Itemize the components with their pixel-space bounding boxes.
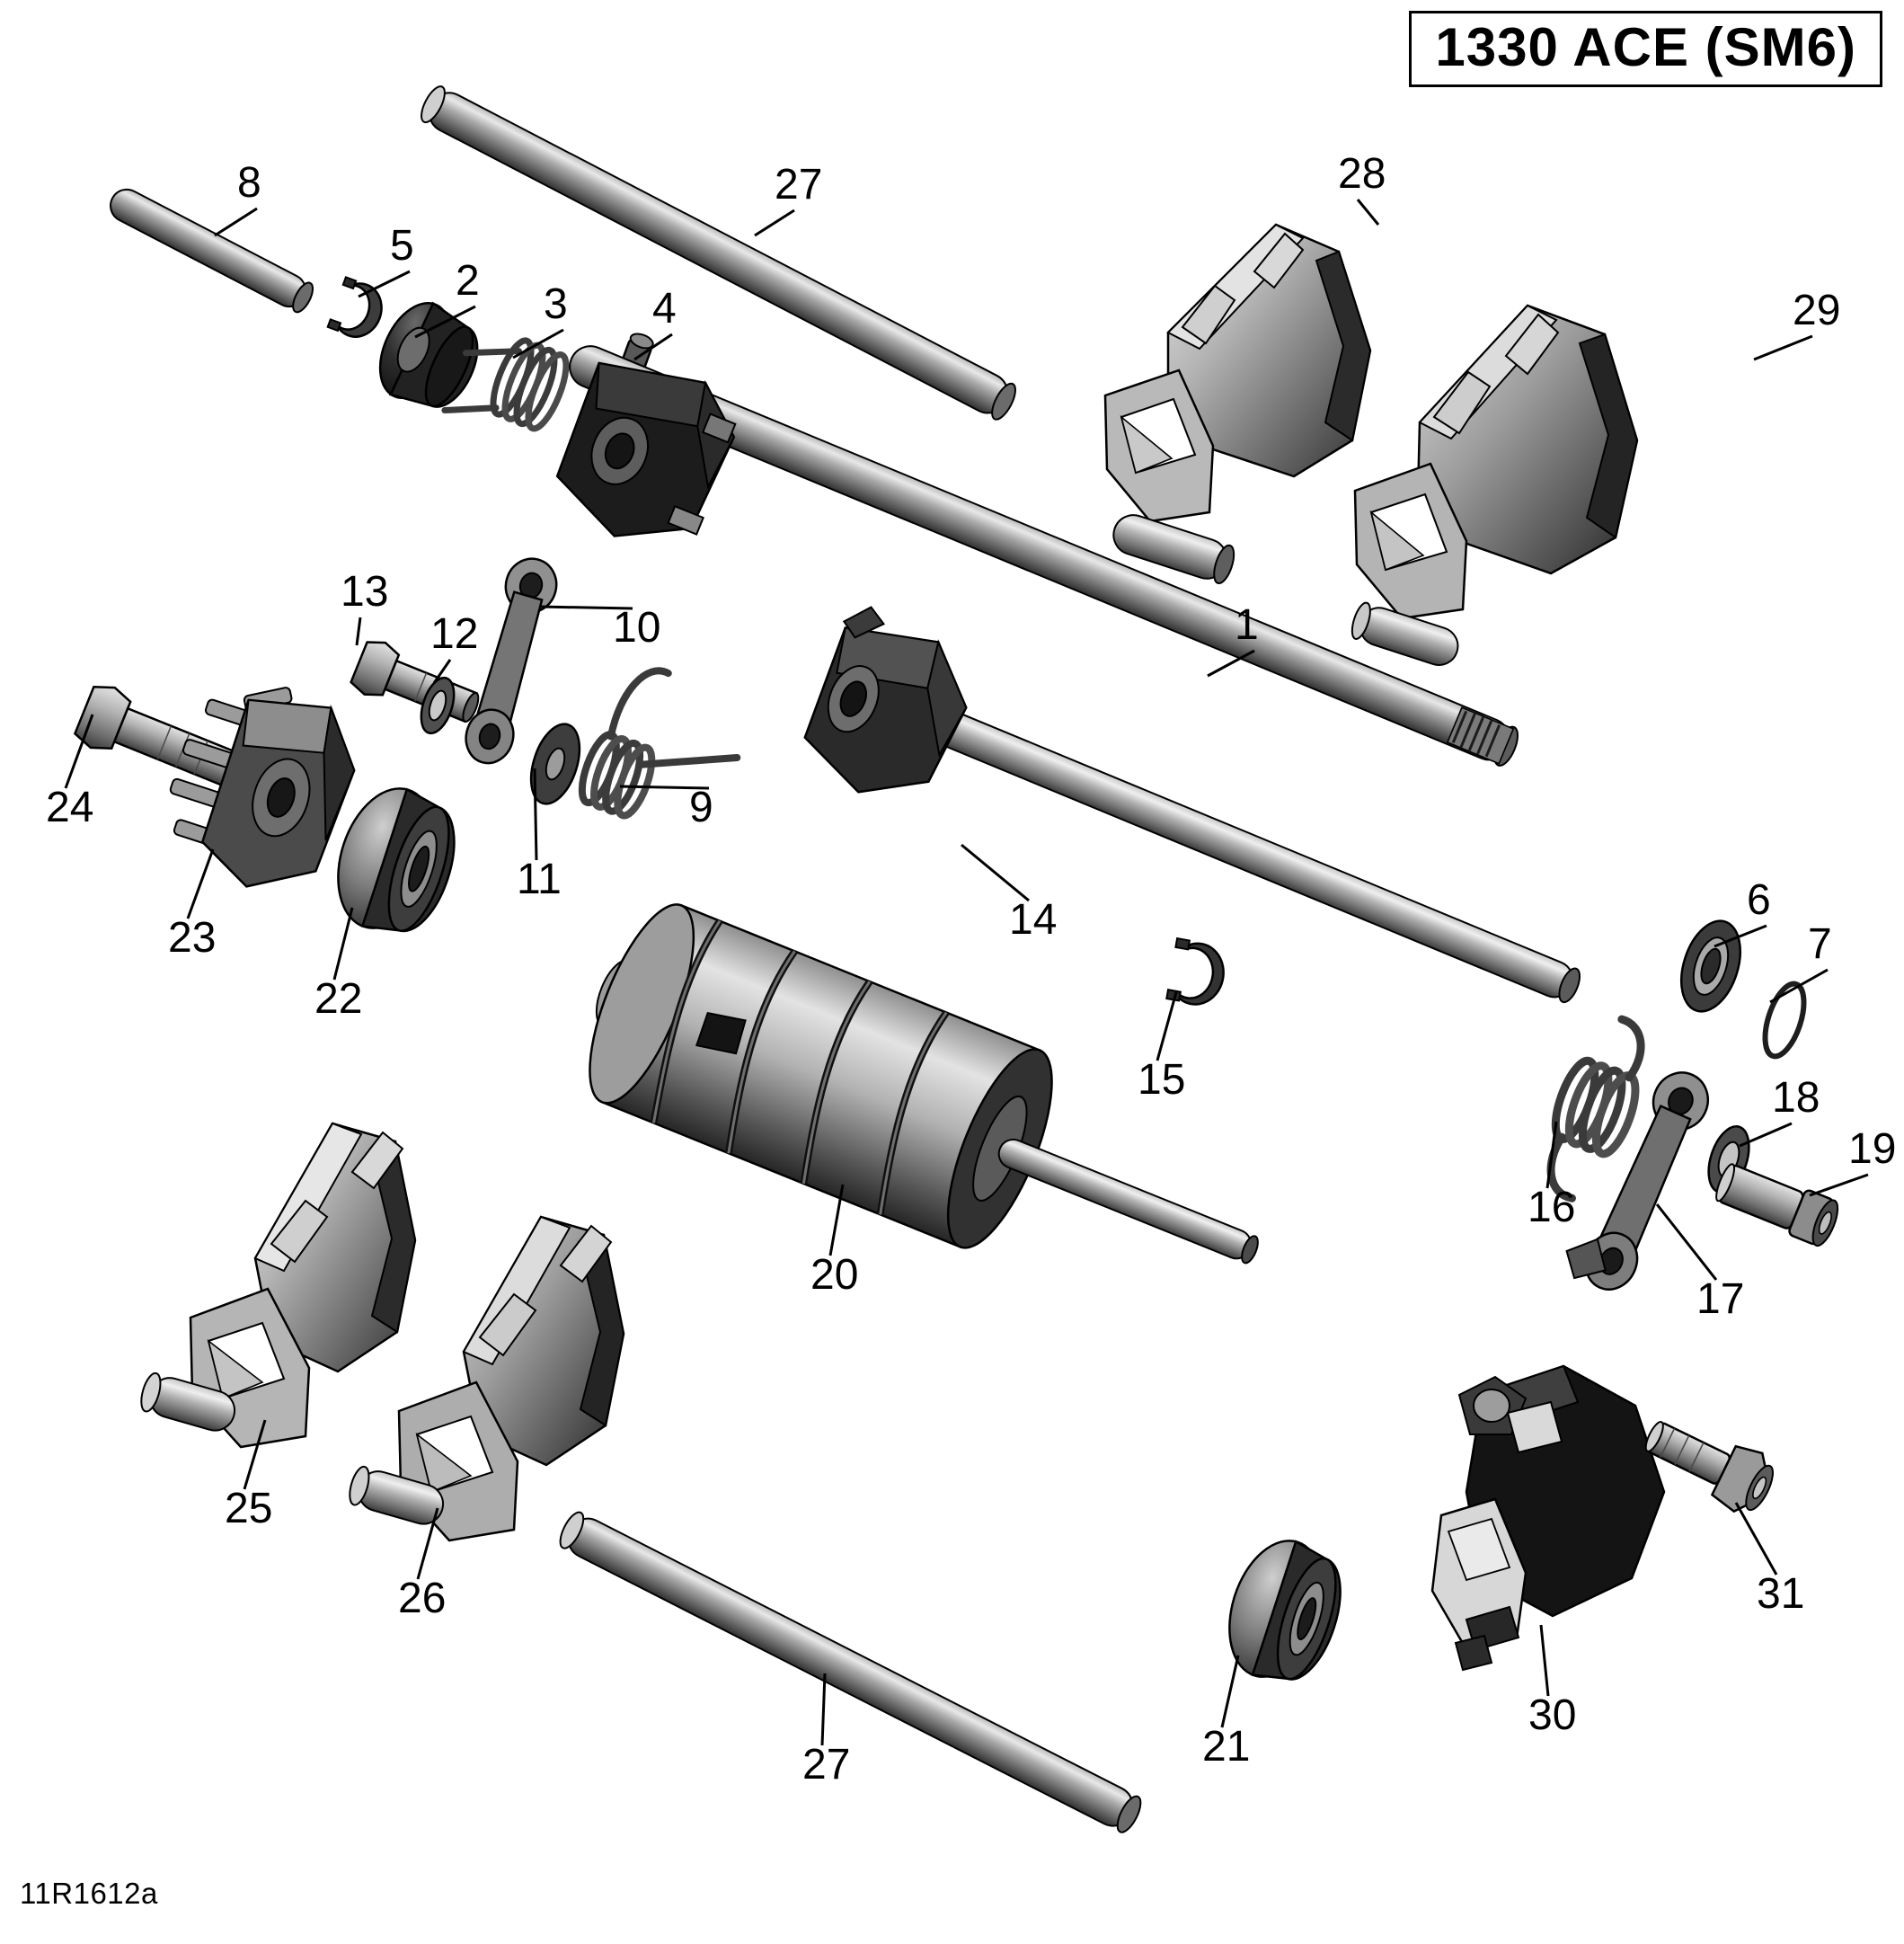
callout-number-28: 28 <box>1338 150 1386 198</box>
callout-number-5: 5 <box>390 222 414 270</box>
callout-number-7: 7 <box>1808 920 1832 968</box>
leader-line-19 <box>1809 1173 1869 1197</box>
part-6-oil-seal <box>1680 919 1741 1013</box>
part-29-shift-fork-29 <box>1351 304 1639 666</box>
leader-line-4 <box>633 333 673 361</box>
leader-line-11 <box>533 768 538 861</box>
leader-line-31 <box>1734 1502 1778 1576</box>
part-23-index-star-plate <box>169 687 356 888</box>
leader-line-26 <box>416 1507 439 1580</box>
part-9-torsion-spring <box>578 667 741 820</box>
callout-number-30: 30 <box>1528 1691 1577 1739</box>
part-17-shift-lever-link <box>1565 1071 1709 1291</box>
callout-number-31: 31 <box>1757 1570 1805 1618</box>
part-15-snap-ring <box>1165 936 1225 1006</box>
part-1-shift-shaft-long <box>555 345 1519 767</box>
callout-number-6: 6 <box>1747 876 1771 924</box>
part-19-socket-bolt <box>1715 1163 1839 1247</box>
callout-number-26: 26 <box>398 1575 447 1622</box>
callout-number-27b: 27 <box>802 1741 851 1789</box>
callout-number-11: 11 <box>517 856 562 903</box>
callout-number-10: 10 <box>613 604 661 652</box>
part-21-ball-bearing-21 <box>1228 1540 1342 1681</box>
callout-number-3: 3 <box>544 280 568 328</box>
leader-line-29 <box>1753 334 1813 361</box>
callout-number-4: 4 <box>652 285 677 333</box>
callout-number-19: 19 <box>1848 1125 1897 1173</box>
leader-line-21 <box>1220 1655 1240 1728</box>
leader-line-27 <box>754 209 795 237</box>
leader-lines <box>64 199 1869 1746</box>
leader-line-13 <box>355 617 362 646</box>
leader-line-27b <box>820 1673 827 1746</box>
leader-line-9 <box>619 785 710 790</box>
part-14-shift-shaft-with-arm <box>803 606 1581 1004</box>
part-3-return-spring-small <box>441 337 570 432</box>
part-7-o-ring <box>1762 981 1807 1060</box>
callout-number-12: 12 <box>430 610 479 658</box>
callout-number-25: 25 <box>225 1485 273 1532</box>
leader-line-28 <box>1356 199 1380 226</box>
leader-line-30 <box>1539 1624 1550 1697</box>
part-20-shift-drum <box>589 903 1259 1265</box>
leader-line-6 <box>1714 924 1767 948</box>
part-31-flange-bolt <box>1644 1421 1774 1513</box>
leader-line-23 <box>186 848 215 919</box>
callout-number-16: 16 <box>1528 1184 1576 1231</box>
callout-number-2: 2 <box>456 257 480 305</box>
callout-number-24: 24 <box>46 784 94 831</box>
leader-line-22 <box>332 907 354 981</box>
part-5-circlip-small <box>326 276 383 338</box>
part-10-shift-link-arm <box>465 557 558 765</box>
leader-line-24 <box>64 714 94 789</box>
callout-number-21: 21 <box>1202 1723 1251 1771</box>
diagram-title: 1330 ACE (SM6) <box>1435 17 1856 77</box>
callout-number-8: 8 <box>237 159 261 207</box>
leader-line-1 <box>1207 649 1255 678</box>
callout-number-27: 27 <box>775 161 823 209</box>
part-2-shift-collar-bushing <box>378 301 479 408</box>
callout-number-20: 20 <box>810 1251 859 1299</box>
leader-line-15 <box>1156 991 1178 1061</box>
callout-number-9: 9 <box>689 784 713 831</box>
callout-number-14: 14 <box>1009 896 1058 944</box>
part-27b-shift-fork-rod-bottom <box>559 1511 1142 1833</box>
callout-number-29: 29 <box>1793 287 1841 334</box>
part-28-shift-fork-28 <box>1103 223 1372 585</box>
callout-number-13: 13 <box>341 568 389 616</box>
leader-line-7 <box>1769 968 1829 1004</box>
part-26-shift-fork-26 <box>349 1215 625 1542</box>
leader-line-18 <box>1739 1122 1793 1148</box>
callout-number-23: 23 <box>168 914 217 962</box>
part-8-shift-rod-short <box>110 188 314 314</box>
leader-line-12 <box>432 659 452 684</box>
leader-line-14 <box>961 843 1030 902</box>
leader-line-16 <box>1545 1121 1558 1189</box>
leader-line-17 <box>1655 1203 1718 1281</box>
leader-line-20 <box>828 1184 845 1256</box>
callout-number-22: 22 <box>314 975 363 1023</box>
leader-line-5 <box>358 270 411 298</box>
leader-line-25 <box>243 1419 267 1490</box>
part-11-friction-washer <box>529 723 581 805</box>
callout-number-18: 18 <box>1772 1074 1820 1122</box>
leader-line-2 <box>414 305 476 339</box>
diagram-reference-code: 11R1612a <box>20 1877 158 1910</box>
part-22-ball-bearing-22 <box>337 787 456 933</box>
callout-number-1: 1 <box>1235 601 1259 649</box>
leader-line-10 <box>538 605 633 610</box>
leader-line-3 <box>512 328 564 360</box>
part-25-shift-fork-25 <box>140 1122 417 1449</box>
part-12-flat-washer <box>420 676 456 735</box>
leader-line-8 <box>214 207 258 237</box>
callout-number-17: 17 <box>1696 1275 1745 1323</box>
part-30-gear-position-sensor <box>1430 1364 1666 1672</box>
diagram-title-box: 1330 ACE (SM6) <box>1409 11 1882 87</box>
part-16-return-spring-large <box>1546 1015 1645 1203</box>
part-27-shift-fork-rod-top <box>421 85 1017 421</box>
callout-number-15: 15 <box>1138 1056 1186 1104</box>
